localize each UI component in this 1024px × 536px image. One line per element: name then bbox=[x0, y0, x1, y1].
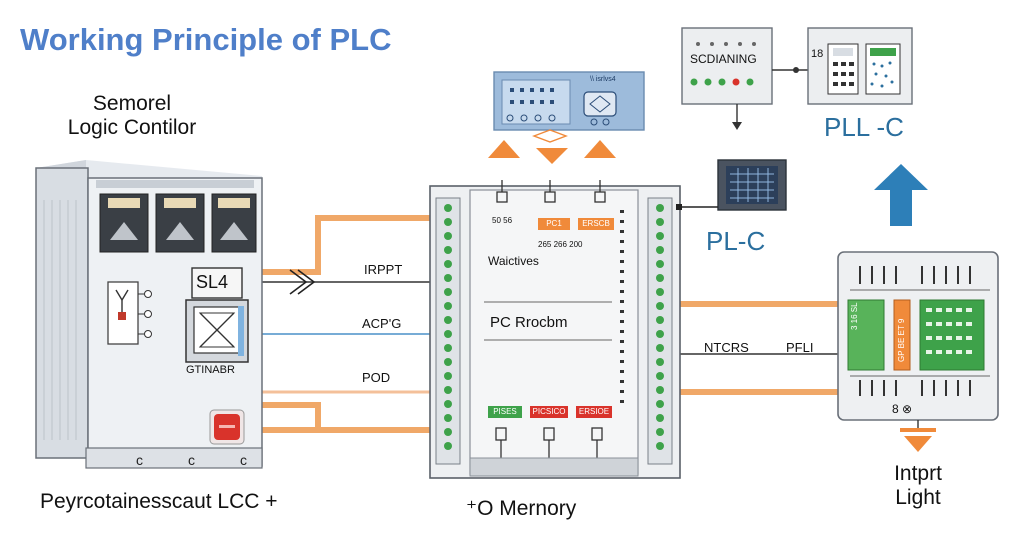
center-status-text: Waictives bbox=[488, 254, 539, 268]
left-unit-footer: Peyrcotainesscaut LCC + bbox=[40, 490, 278, 513]
top-io-module bbox=[493, 71, 645, 131]
top-module-label: \\ isrlvs4 bbox=[590, 76, 616, 83]
blue-up-arrow bbox=[874, 164, 928, 226]
bottom-tag-2: PICSICO bbox=[530, 406, 568, 418]
output-light-indicator bbox=[900, 420, 936, 452]
center-tag-left: PC1 bbox=[538, 218, 570, 230]
wire-bundle-left bbox=[245, 215, 432, 433]
center-top-label-1: 50 56 bbox=[492, 216, 513, 225]
center-tag-right: ERSCB bbox=[578, 218, 614, 230]
left-unit-heading-line2: Logic Contilor bbox=[67, 116, 197, 139]
bottom-tag-1: PISES bbox=[488, 406, 522, 418]
left-plc-cabinet bbox=[35, 160, 263, 469]
green-module-label: 3 16 SL bbox=[850, 302, 859, 330]
orange-module-label: GP BE ET 9 bbox=[897, 318, 906, 362]
signal-pod-label: POD bbox=[362, 370, 391, 385]
page-title: Working Principle of PLC bbox=[20, 22, 392, 57]
module-bottom-symbols: 8 ⊗ bbox=[892, 402, 913, 416]
display-label: SL4 bbox=[196, 272, 229, 292]
scanning-unit bbox=[681, 27, 808, 130]
scanning-label: SCDIANING bbox=[690, 52, 757, 66]
foot-mark-2: c bbox=[188, 452, 195, 468]
foot-mark-1: c bbox=[136, 452, 143, 468]
module-label: GTINABR bbox=[186, 364, 235, 376]
input-arrow bbox=[289, 269, 316, 295]
signal-input-label: IRPPT bbox=[364, 262, 403, 277]
right-unit-footer: Intprt Light bbox=[870, 462, 966, 510]
center-plc-rack bbox=[429, 180, 681, 479]
right-footer-line1: Intprt bbox=[894, 462, 942, 485]
signal-acpg-label: ACP'G bbox=[362, 316, 402, 331]
pfli-label: PFLI bbox=[786, 340, 814, 355]
bottom-tag-3: ERSIOE bbox=[576, 406, 612, 418]
plc-c-mid-label: PL-C bbox=[706, 226, 766, 256]
wire-bundle-right bbox=[678, 301, 840, 395]
center-top-label-2: 265 266 200 bbox=[538, 240, 583, 249]
left-unit-heading-line1: Semorel bbox=[92, 92, 172, 115]
orange-signal-arrows bbox=[488, 129, 616, 164]
center-unit-footer: ⁺O Mernory bbox=[466, 497, 577, 520]
plc-c-top-label: PLL -C bbox=[824, 112, 904, 142]
right-io-module bbox=[837, 251, 999, 421]
ntcrs-label: NTCRS bbox=[704, 340, 749, 355]
counter-label: 18 bbox=[811, 48, 824, 60]
keypad-unit bbox=[807, 27, 913, 105]
plc-c-device bbox=[676, 159, 787, 211]
processor-label: PC Rrocbm bbox=[490, 314, 568, 331]
left-unit-heading: Semorel Logic Contilor bbox=[52, 92, 212, 140]
right-footer-line2: Light bbox=[895, 486, 941, 509]
foot-mark-3: c bbox=[240, 452, 247, 468]
